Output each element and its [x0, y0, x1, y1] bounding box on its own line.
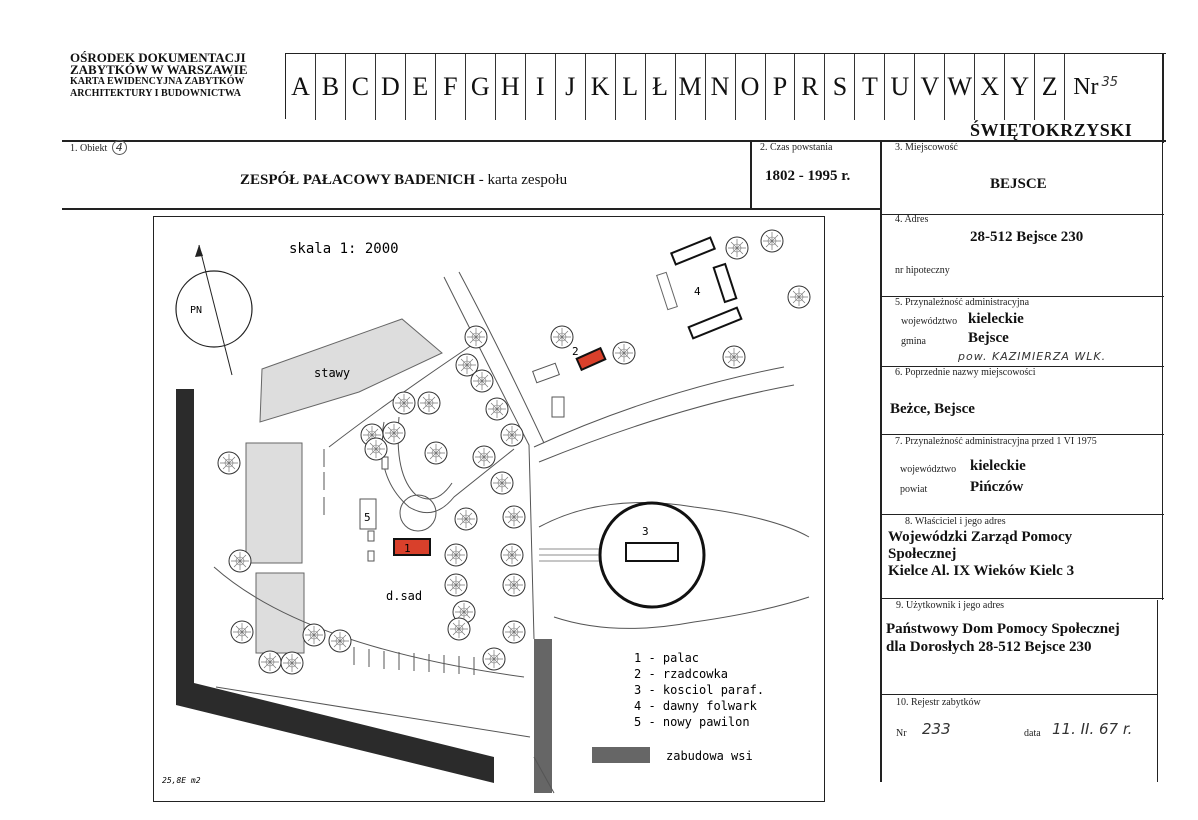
letter-cell-d: D	[376, 54, 406, 120]
letter-cell-w: W	[945, 54, 976, 120]
church-area: 3	[538, 501, 810, 629]
letter-cell-v: V	[915, 54, 946, 120]
letter-cell-g: G	[466, 54, 496, 120]
nr-label: Nr	[1073, 73, 1099, 100]
letter-cell-c: C	[346, 54, 376, 120]
letter-cell-e: E	[406, 54, 436, 120]
obiekt-hand-number: 4	[111, 140, 127, 155]
field-lower	[255, 572, 305, 654]
nr-cell: Nr 35	[1065, 54, 1166, 120]
przynaleznosc-label: 5. Przynależność administracyjna	[895, 297, 1030, 308]
north-label: PN	[190, 305, 202, 316]
institution-line-4: ARCHITEKTURY I BUDOWNICTWA	[70, 88, 241, 99]
north-compass: PN	[175, 244, 253, 376]
letter-cell-f: F	[436, 54, 466, 120]
village-strip	[534, 639, 552, 793]
scale-label: skala 1: 2000	[289, 241, 399, 257]
letter-cell-j: J	[556, 54, 586, 120]
przed1975-woj-label: województwo	[900, 464, 957, 475]
woj-value: kieleckie	[968, 311, 1024, 327]
label-2: 2	[572, 345, 579, 358]
wlasciciel-value: Wojewódzki Zarząd Pomocy Społecznej Kiel…	[888, 529, 1075, 579]
region-label: ŚWIĘTOKRZYSKI	[970, 120, 1133, 140]
institution-line-1: OŚRODEK DOKUMENTACJI	[70, 50, 246, 65]
legend-item-4: 4 - dawny folwark	[634, 699, 758, 713]
przed1975-powiat-value: Pińczów	[970, 479, 1024, 495]
legend-item-5: 5 - nowy pawilon	[634, 715, 750, 729]
przed1975-powiat-label: powiat	[900, 484, 928, 495]
czas-value: 1802 - 1995 r.	[765, 168, 851, 184]
ponds-area	[259, 318, 443, 423]
site-plan-svg: PN skala 1: 2000 stawy zabudowa wsi 3	[162, 229, 811, 794]
building-2	[575, 346, 607, 372]
village-label: zabudowa wsi	[666, 749, 753, 763]
letter-cell-x: X	[975, 54, 1006, 120]
rejestr-data-label: data	[1024, 728, 1041, 739]
gmina-value: Bejsce	[968, 330, 1009, 346]
rejestr-nr-value: 233	[922, 720, 951, 738]
village-legend-swatch	[592, 747, 650, 763]
obiekt-label: 1. Obiekt 4	[70, 140, 127, 155]
legend-item-2: 2 - rzadcowka	[634, 667, 728, 681]
institution-line-3: KARTA EWIDENCYJNA ZABYTKÓW	[70, 76, 245, 87]
institution-line-2: ZABYTKÓW W WARSZAWIE	[70, 62, 248, 77]
adres-label: 4. Adres	[895, 214, 929, 225]
letter-cell-h: H	[496, 54, 526, 120]
label-3: 3	[642, 525, 649, 538]
ponds-label: stawy	[314, 366, 350, 380]
trees	[217, 229, 811, 675]
letter-cell-a: A	[286, 54, 316, 120]
letter-cell-o: O	[736, 54, 766, 120]
hipoteczny-label: nr hipoteczny	[895, 265, 950, 276]
miejscowosc-value: BEJSCE	[990, 176, 1047, 192]
institution-header: OŚRODEK DOKUMENTACJI ZABYTKÓW W WARSZAWI…	[70, 50, 280, 100]
letter-cell-r: R	[795, 54, 826, 120]
letter-cell-y: Y	[1005, 54, 1036, 120]
wlasciciel-label: 8. Właściciel i jego adres	[905, 516, 1006, 527]
area-footnote: 25,8E m2	[162, 776, 201, 785]
rejestr-nr-label: Nr	[896, 728, 907, 739]
rejestr-data-value: 11. II. 67 r.	[1052, 720, 1133, 738]
letter-cell-n: N	[706, 54, 736, 120]
letter-cell-l: L	[616, 54, 646, 120]
field-upper	[245, 442, 303, 564]
przed1975-label: 7. Przynależność administracyjna przed 1…	[895, 436, 1097, 447]
farm-buildings	[669, 236, 743, 340]
letter-cell-ł: Ł	[646, 54, 676, 120]
poprzednie-value: Beżce, Bejsce	[890, 401, 975, 417]
letter-cell-t: T	[855, 54, 886, 120]
letter-cell-p: P	[766, 54, 796, 120]
nr-handwritten: 35	[1101, 74, 1119, 90]
orchard-label: d.sad	[386, 589, 422, 603]
przed1975-woj-value: kieleckie	[970, 458, 1026, 474]
letter-cell-i: I	[526, 54, 556, 120]
uzytkownik-value: Państwowy Dom Pomocy Społecznej dla Doro…	[886, 621, 1120, 655]
site-plan: PN skala 1: 2000 stawy zabudowa wsi 3	[153, 216, 825, 802]
letter-cell-z: Z	[1035, 54, 1066, 120]
letter-cell-s: S	[825, 54, 856, 120]
building-1	[393, 538, 431, 556]
adres-value: 28-512 Bejsce 230	[970, 229, 1084, 245]
woj-label: województwo	[901, 316, 958, 327]
label-1: 1	[404, 542, 411, 555]
hand-note-powiat: pow. KAZIMIERZA WLK.	[958, 350, 1107, 363]
letter-cell-k: K	[586, 54, 616, 120]
rejestr-label: 10. Rejestr zabytków	[896, 697, 981, 708]
poprzednie-label: 6. Poprzednie nazwy miejscowości	[895, 367, 1036, 378]
map-legend: 1 - palac 2 - rzadcowka 3 - kosciol para…	[634, 651, 764, 729]
letter-cell-u: U	[885, 54, 916, 120]
uzytkownik-label: 9. Użytkownik i jego adres	[896, 600, 1005, 611]
gmina-label: gmina	[901, 336, 926, 347]
letter-cell-m: M	[676, 54, 706, 120]
obiekt-value: ZESPÓŁ PAŁACOWY BADENICH - karta zespołu	[240, 172, 568, 188]
legend-item-1: 1 - palac	[634, 651, 699, 665]
label-4: 4	[694, 285, 701, 298]
czas-label: 2. Czas powstania	[760, 142, 833, 153]
label-5: 5	[364, 511, 371, 524]
letter-cell-b: B	[316, 54, 346, 120]
miejscowosc-label: 3. Miejscowość	[895, 142, 958, 153]
legend-item-3: 3 - kosciol paraf.	[634, 683, 764, 697]
